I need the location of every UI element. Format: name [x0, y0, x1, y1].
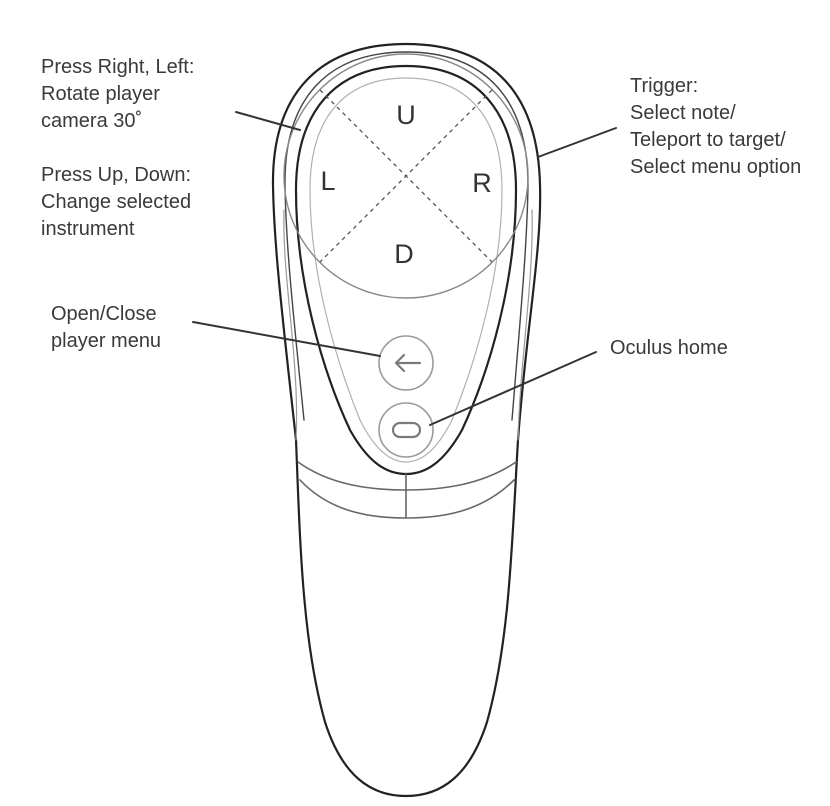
touchpad-divider: [319, 89, 493, 263]
touchpad-circle[interactable]: [283, 53, 529, 299]
oculus-home-icon: [391, 421, 422, 439]
collar: [297, 461, 517, 491]
dpad-up-label: U: [396, 100, 416, 130]
trigger-annotation-line: Select menu option: [630, 156, 802, 178]
leader-lines: [192, 111, 617, 426]
controller-body: [271, 42, 542, 798]
instrument-annotation-line: Change selected: [41, 191, 192, 213]
dpad-left-label: L: [320, 166, 335, 196]
controller-outline: [271, 42, 542, 798]
leader-menu: [192, 321, 381, 357]
trigger-annotation-line: Teleport to target/: [630, 129, 786, 151]
leader-rotate: [235, 111, 301, 131]
trigger-annotation: Trigger: Select note/ Teleport to target…: [630, 73, 801, 181]
dpad-right-label: R: [472, 168, 492, 198]
home-annotation: Oculus home: [610, 335, 728, 362]
rotate-annotation: Press Right, Left: Rotate player camera …: [41, 54, 194, 135]
trigger-annotation-line: Trigger:: [630, 75, 699, 97]
instrument-annotation-line: instrument: [41, 218, 135, 240]
rotate-annotation-line: Press Right, Left:: [41, 56, 195, 78]
trigger-annotation-line: Select note/: [630, 102, 736, 124]
instrument-annotation-line: Press Up, Down:: [41, 164, 192, 186]
menu-annotation: Open/Close player menu: [51, 301, 161, 355]
menu-annotation-line: player menu: [51, 330, 162, 352]
rotate-annotation-line: Rotate player: [41, 83, 160, 105]
menu-annotation-line: Open/Close: [51, 303, 157, 325]
back-arrow-icon: [394, 353, 422, 373]
rotate-annotation-line: camera 30˚: [41, 110, 143, 132]
back-button[interactable]: [378, 335, 434, 391]
leader-trigger: [537, 127, 617, 158]
dpad-down-label: D: [394, 239, 414, 269]
leader-home: [429, 351, 597, 426]
home-button[interactable]: [378, 402, 434, 458]
touchpad[interactable]: U L R D: [283, 53, 529, 299]
home-annotation-line: Oculus home: [610, 337, 728, 359]
instrument-annotation: Press Up, Down: Change selected instrume…: [41, 162, 191, 243]
